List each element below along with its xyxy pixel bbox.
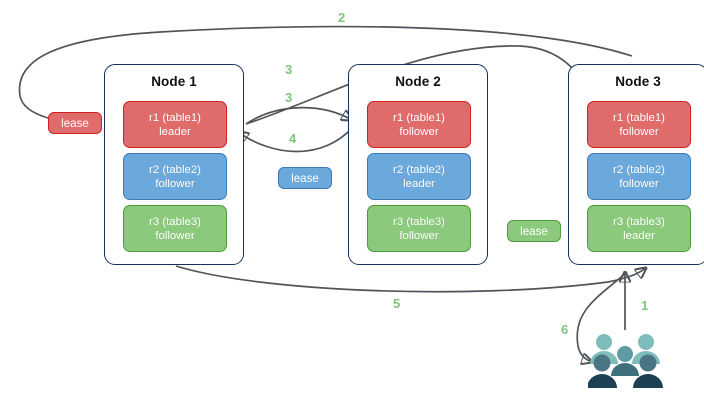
replica-id: r3 (table3)	[613, 215, 665, 228]
replica-id: r3 (table3)	[149, 215, 201, 228]
replica-role: leader	[403, 177, 435, 190]
node-title-3: Node 3	[615, 74, 661, 89]
node-card-3[interactable]: Node 3 r1 (table1) follower r2 (table2) …	[568, 64, 704, 265]
lease-badge-green[interactable]: lease	[507, 220, 561, 242]
step-label-6: 6	[561, 322, 569, 337]
replica-role: follower	[155, 229, 195, 242]
arrow-step-4	[238, 125, 355, 153]
replica-chip-node3-r3[interactable]: r3 (table3) leader	[587, 205, 691, 252]
replica-chip-node2-r1[interactable]: r1 (table1) follower	[367, 101, 471, 148]
replica-chip-node1-r2[interactable]: r2 (table2) follower	[123, 153, 227, 200]
lease-badge-red[interactable]: lease	[48, 112, 102, 134]
arrow-step-3-to-node2	[245, 106, 352, 125]
replica-id: r1 (table1)	[613, 111, 665, 124]
node-card-2[interactable]: Node 2 r1 (table1) follower r2 (table2) …	[348, 64, 488, 265]
replica-chip-node1-r1[interactable]: r1 (table1) leader	[123, 101, 227, 148]
replica-id: r2 (table2)	[149, 163, 201, 176]
replica-role: follower	[399, 125, 439, 138]
replica-role: leader	[159, 125, 191, 138]
step-label-2: 2	[338, 10, 346, 25]
node-card-1[interactable]: Node 1 r1 (table1) leader r2 (table2) fo…	[104, 64, 244, 265]
arrow-step-2	[18, 25, 633, 124]
node-title-2: Node 2	[395, 74, 441, 89]
replica-chip-node2-r2[interactable]: r2 (table2) leader	[367, 153, 471, 200]
step-label-3-upper: 3	[285, 62, 293, 77]
arrow-step-5	[175, 265, 646, 293]
replica-chip-node3-r1[interactable]: r1 (table1) follower	[587, 101, 691, 148]
replica-id: r2 (table2)	[613, 163, 665, 176]
arrow-step-6	[576, 271, 628, 362]
replica-role: leader	[623, 229, 655, 242]
replica-id: r1 (table1)	[149, 111, 201, 124]
replica-chip-node2-r3[interactable]: r3 (table3) follower	[367, 205, 471, 252]
step-label-5: 5	[393, 296, 401, 311]
replica-id: r1 (table1)	[393, 111, 445, 124]
node-title-1: Node 1	[151, 74, 197, 89]
group-of-people-icon	[588, 334, 663, 388]
lease-badge-blue[interactable]: lease	[278, 167, 332, 189]
replica-chip-node1-r3[interactable]: r3 (table3) follower	[123, 205, 227, 252]
replica-role: follower	[619, 125, 659, 138]
replica-chip-node3-r2[interactable]: r2 (table2) follower	[587, 153, 691, 200]
replica-id: r3 (table3)	[393, 215, 445, 228]
replica-role: follower	[619, 177, 659, 190]
step-label-3-lower: 3	[285, 90, 293, 105]
replica-id: r2 (table2)	[393, 163, 445, 176]
step-label-4: 4	[289, 131, 297, 146]
replica-role: follower	[399, 229, 439, 242]
replica-role: follower	[155, 177, 195, 190]
step-label-1: 1	[641, 298, 649, 313]
